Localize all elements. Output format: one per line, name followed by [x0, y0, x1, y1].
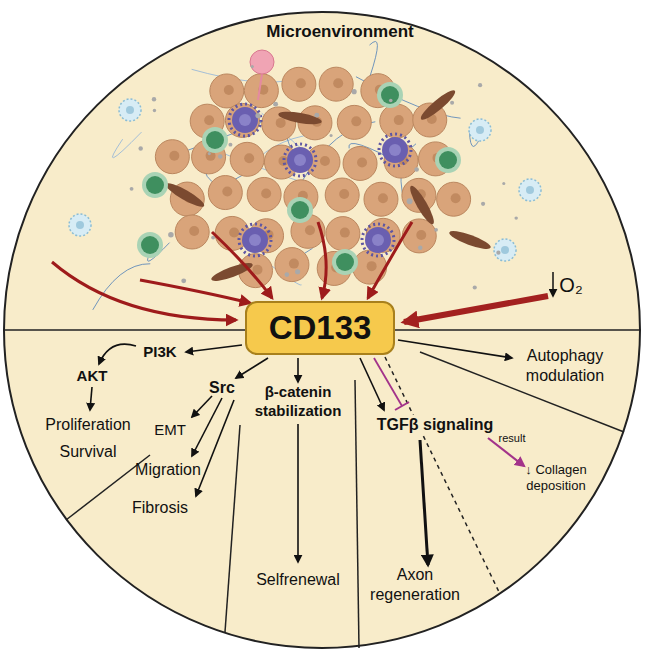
- arrow-note: result: [499, 432, 526, 446]
- region-heading: Microenvironment: [266, 22, 413, 42]
- outcome-label: Migration: [135, 460, 201, 480]
- pathway-node: β-catenin stabilization: [255, 383, 342, 421]
- outcome-label: EMT: [154, 421, 186, 440]
- pathway-node: TGFβ signaling: [374, 415, 496, 435]
- pathway-node: PI3K: [143, 343, 176, 362]
- oxygen-label: O₂: [559, 273, 582, 298]
- outcome-label: Autophagy modulation: [526, 346, 604, 386]
- outcome-label: Proliferation Survival: [45, 411, 130, 465]
- outcome-label: Fibrosis: [132, 498, 188, 518]
- pathway-node: AKT: [77, 367, 108, 386]
- outcome-label: Selfrenewal: [256, 570, 340, 590]
- outcome-label: Axon regeneration: [370, 565, 460, 605]
- marker-box: CD133: [245, 301, 395, 355]
- pathway-node: Src: [209, 378, 235, 398]
- node-label: CD133: [269, 309, 372, 347]
- outcome-label: ↓ Collagen deposition: [515, 462, 597, 495]
